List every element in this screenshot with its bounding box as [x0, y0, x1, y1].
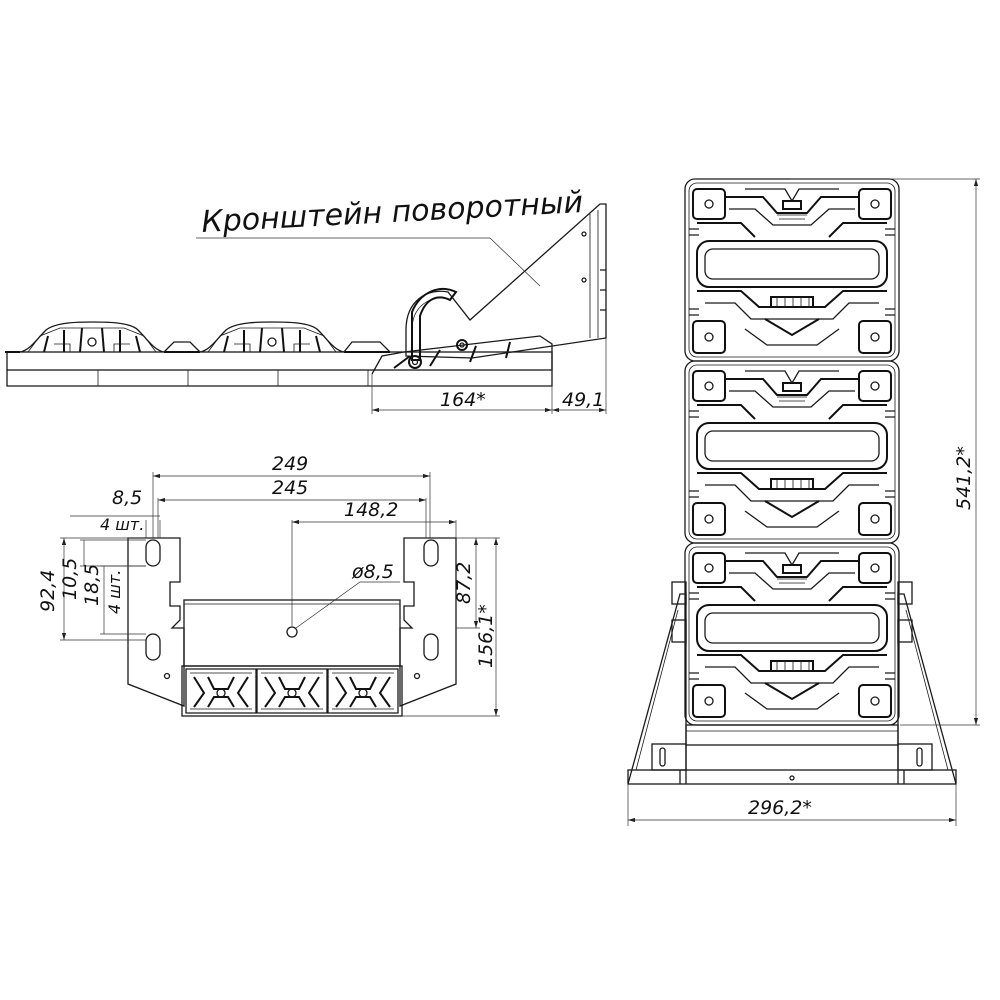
dim-side-length: 164*: [440, 389, 486, 411]
dim-bracket-height: 92,4: [37, 570, 59, 612]
side-view: Кронштейн поворотный 164* 49,1: [5, 185, 607, 414]
dim-hole-width: 245: [272, 477, 308, 499]
dim-slot-length: 10,5: [59, 558, 81, 600]
dim-side-height: 49,1: [562, 389, 604, 411]
dim-main-width: 296,2*: [748, 797, 812, 819]
dim-total-depth: 156,1*: [475, 604, 497, 668]
dim-slot-spacing: 18,5: [81, 564, 103, 606]
dim-bracket-height-right: 87,2: [453, 562, 475, 604]
front-view: 249 245 148,2 8,5 4 шт. ø8,5 92,4 10,5 1…: [37, 453, 500, 717]
dim-slot-count-top: 4 шт.: [100, 515, 144, 534]
dim-slot-width: 8,5: [112, 487, 142, 509]
dim-main-height: 541,2*: [953, 446, 975, 510]
dim-slot-count-side: 4 шт.: [105, 570, 124, 614]
dim-hole-diameter: ø8,5: [351, 561, 394, 583]
bracket-title: Кронштейн поворотный: [201, 185, 584, 240]
dim-outer-width: 249: [272, 453, 308, 475]
dim-center-offset: 148,2: [344, 499, 398, 521]
main-view: 541,2* 296,2*: [627, 178, 980, 826]
